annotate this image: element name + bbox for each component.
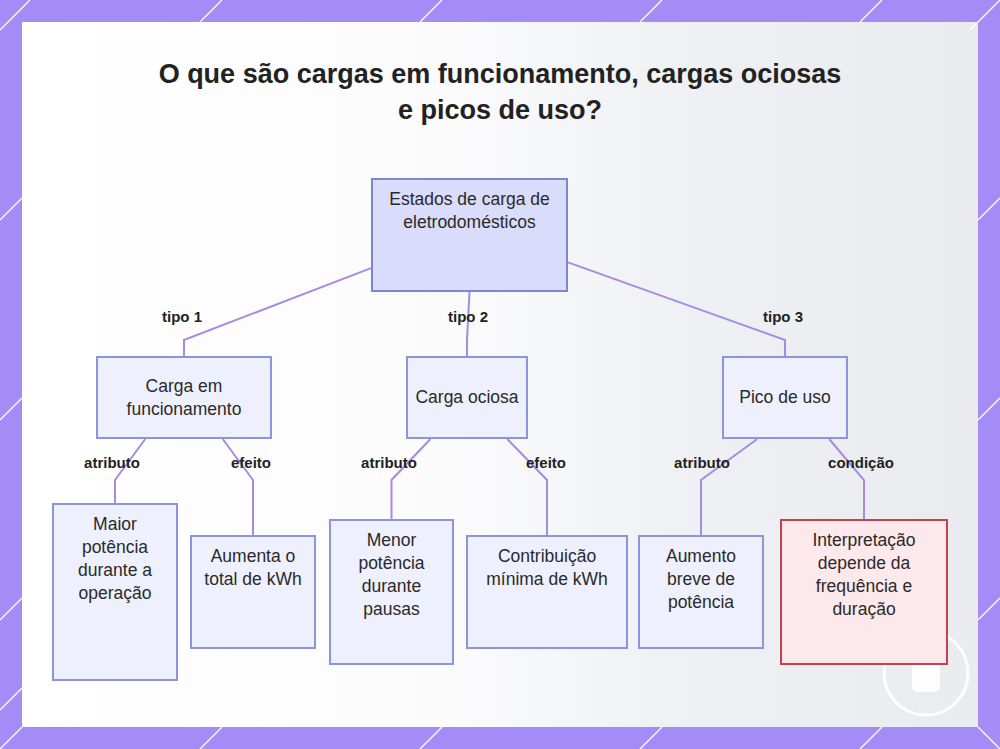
node-text: Carga ociosa — [415, 386, 518, 409]
edge-label: atributo — [361, 454, 417, 471]
connector-line — [829, 439, 864, 519]
edge-label: efeito — [231, 454, 271, 471]
detail-box: Menor potência durante pausas — [329, 519, 454, 665]
edge-label: tipo 3 — [763, 308, 803, 325]
category-box: Pico de uso — [722, 356, 848, 439]
edge-label: atributo — [674, 454, 730, 471]
condition-box: Interpretação depende da frequência e du… — [780, 519, 948, 665]
detail-box: Aumenta o total de kWh — [190, 535, 316, 649]
node-text: Maior potência durante a operação — [60, 513, 170, 605]
connector-line — [507, 439, 547, 535]
connector-line — [568, 262, 785, 356]
detail-box: Contribuição mínima de kWh — [466, 535, 628, 649]
detail-box: Aumento breve de potência — [638, 535, 764, 649]
diagram-title: O que são cargas em funcionamento, carga… — [150, 56, 850, 128]
root-box: Estados de carga de eletrodomésticos — [371, 178, 568, 292]
connector-line — [184, 268, 371, 356]
edge-label: efeito — [526, 454, 566, 471]
edge-label: condição — [828, 454, 894, 471]
connector-line — [223, 439, 253, 535]
node-text: Aumenta o total de kWh — [198, 545, 308, 591]
node-text: Carga em funcionamento — [104, 375, 264, 421]
category-box: Carga ociosa — [406, 356, 528, 439]
node-text: Contribuição mínima de kWh — [474, 545, 620, 591]
edge-label: tipo 1 — [162, 308, 202, 325]
detail-box: Maior potência durante a operação — [52, 503, 178, 681]
node-text: Estados de carga de eletrodomésticos — [379, 188, 560, 234]
category-box: Carga em funcionamento — [96, 356, 272, 439]
node-text: Menor potência durante pausas — [337, 529, 446, 621]
edge-label: atributo — [84, 454, 140, 471]
connector-line — [392, 439, 431, 519]
node-text: Pico de uso — [739, 386, 830, 409]
node-text: Aumento breve de potência — [646, 545, 756, 614]
edge-label: tipo 2 — [448, 308, 488, 325]
connector-line — [701, 439, 757, 535]
node-text: Interpretação depende da frequência e du… — [788, 529, 940, 621]
connector-line — [115, 439, 145, 503]
